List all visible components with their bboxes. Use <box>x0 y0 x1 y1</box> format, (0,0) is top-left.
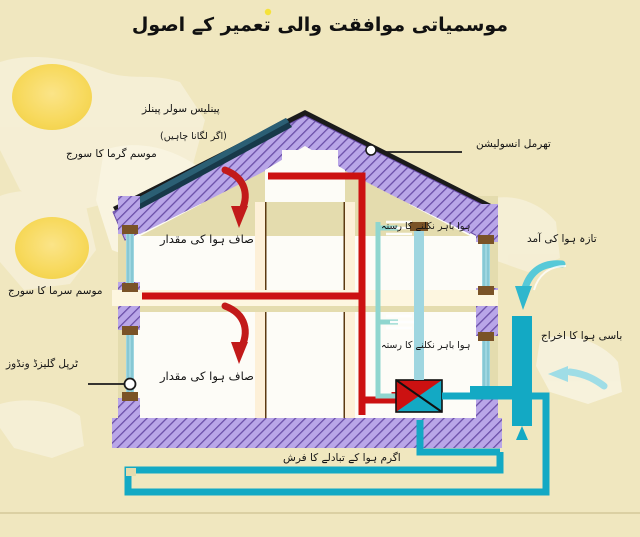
ground-floor-slab <box>112 418 502 448</box>
partition-strip <box>345 312 355 418</box>
label-air-exit-path-upper: ہوا باہر نکلنے کا رستہ <box>381 221 471 232</box>
label-solar-panels: پینلیس سولر پینلز <box>142 103 220 115</box>
winter-sun-icon <box>15 217 89 279</box>
partition-strip <box>345 202 355 290</box>
solar-panel-icon <box>128 118 292 212</box>
title-accent-dot <box>264 8 272 16</box>
exhaust-and-ground-loop-cyan <box>124 316 550 496</box>
label-triple-glazed-windows: ٹرپل گلیزڈ ونڈوز <box>6 358 79 370</box>
supply-arrow-upper-icon <box>221 166 249 228</box>
label-summer-sun: موسم گرما کا سورج <box>66 148 157 160</box>
label-clean-air-supply-upper: صاف ہوا کی مقدار <box>160 232 254 246</box>
page-title: موسمیاتی موافقت والی تعمیر کے اصول <box>131 14 509 36</box>
triple-glazed-window-left-upper <box>122 225 138 292</box>
label-thermal-insulation: تھرمل انسولیشن <box>476 138 551 150</box>
supply-arrow-lower-icon <box>221 302 249 364</box>
intake-arrow-icon <box>515 260 567 310</box>
label-solar-panels-note: (اگر لگانا چاہیں) <box>160 131 227 142</box>
exhaust-arrow-icon <box>548 366 608 390</box>
triple-glazed-window-right-upper <box>478 235 494 295</box>
label-air-exit-path-lower: ہوا باہر نکلنے کا رستہ <box>381 340 471 351</box>
label-stale-air-exhaust: باسی ہوا کا اخراج <box>541 330 623 342</box>
heat-exchanger-icon <box>395 379 443 413</box>
roof-riser-duct <box>410 222 428 380</box>
label-warm-air-exchange-floor: اگرم ہوا کے تبادلے کا فرش <box>283 452 401 464</box>
summer-sun-icon <box>12 64 92 130</box>
label-fresh-air-intake: تازہ ہوا کی آمد <box>527 233 597 245</box>
partition-strip <box>255 312 265 418</box>
label-winter-sun: موسم سرما کا سورج <box>8 285 103 297</box>
insulation-pointer-icon <box>365 144 462 156</box>
partition-strip <box>255 202 265 290</box>
window-marker-icon <box>88 377 137 391</box>
label-clean-air-supply-lower: صاف ہوا کی مقدار <box>160 369 254 383</box>
